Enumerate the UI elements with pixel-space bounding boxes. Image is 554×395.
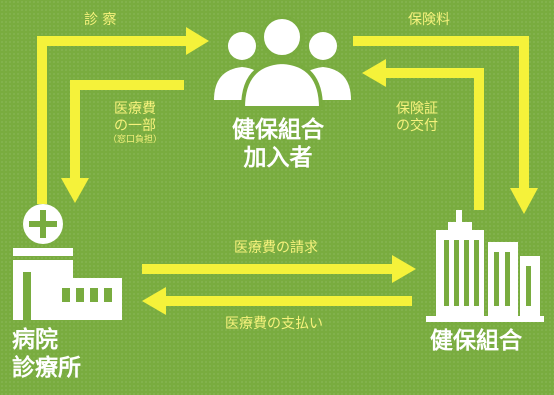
arrow-premium [353,36,538,214]
label-card-issue: 保険証 の交付 [384,101,450,135]
arrow-copay [61,80,184,203]
people-group-icon [214,15,351,110]
label-billing: 医療費の請求 [234,240,318,256]
copay-line2: の一部 [114,118,156,134]
hospital-node-label: 病院 診療所 [12,326,81,382]
label-payment: 医療費の支払い [225,316,323,332]
hospital-label-line1: 病院 [12,327,58,353]
arrow-consultation [37,27,209,204]
card-issue-line2: の交付 [396,118,438,134]
insurer-node-label: 健保組合 [430,328,522,354]
insured-label-line2: 加入者 [243,145,313,171]
insured-label-line1: 健保組合 [232,117,324,143]
hospital-building-icon [13,204,122,320]
insured-node-label: 健保組合 加入者 [210,116,346,172]
card-issue-line1: 保険証 [396,101,438,117]
office-buildings-icon [426,210,544,322]
arrow-billing [142,255,416,283]
arrow-payment [142,287,412,315]
copay-line1: 医療費 [114,101,156,117]
hospital-label-line2: 診療所 [12,355,81,381]
copay-note: （窓口負担） [107,135,162,145]
label-premium: 保険料 [408,12,450,28]
label-consultation: 診 察 [84,12,117,28]
label-copay: 医療費 の一部 （窓口負担） [96,101,174,146]
arrow-card-issue [362,59,484,210]
